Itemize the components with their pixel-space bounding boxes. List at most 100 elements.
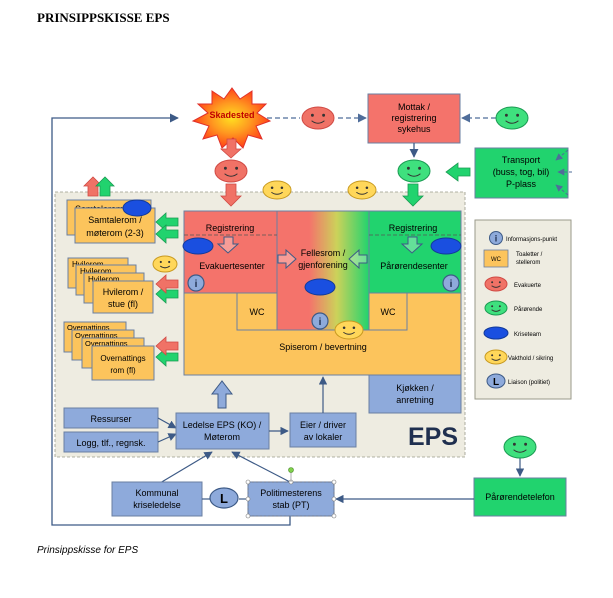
kommunal-box	[111, 481, 203, 517]
mottak-line-2: registrering	[391, 113, 436, 123]
spiserom-label: Spiserom / bevertning	[279, 342, 367, 352]
wc-right-box	[368, 292, 408, 331]
return-line	[51, 113, 291, 526]
wc-left-label: WC	[250, 307, 265, 317]
registrering-left: Registrering	[206, 223, 255, 233]
overnatting-back-1: Overnattings	[67, 323, 110, 332]
hvilerom-back-2: Hvilerom	[80, 267, 112, 276]
blue-up-arrow	[210, 380, 234, 409]
vakthold-face	[347, 180, 377, 200]
transport-line-2: (buss, tog, bil)	[493, 167, 550, 177]
info-glyph: i	[195, 279, 198, 290]
legend-parorende-face	[484, 300, 508, 316]
legend-label-wc-1: Toaletter /	[516, 252, 543, 258]
vakthold-face	[334, 320, 364, 340]
overnatting-line-2: rom (fl)	[110, 366, 136, 375]
red-arrow-overnatting	[155, 336, 179, 356]
vakthold-face	[152, 255, 178, 273]
overnatting-front	[91, 345, 155, 381]
overnatting-back-2: Overnattings	[75, 331, 118, 340]
fellesrom-arrow-left	[277, 248, 297, 270]
vakthold-face	[262, 180, 292, 200]
kriseteam-ellipse	[122, 199, 152, 217]
page-title: PRINSIPPSKISSE EPS	[37, 10, 170, 25]
info-icon: i	[187, 274, 205, 292]
liaison-glyph: L	[220, 491, 228, 506]
legend-label-liaison: Liaison (politiet)	[508, 380, 550, 386]
red-down-arrow-2	[220, 183, 242, 207]
parorendetelefon-label: Pårørendetelefon	[485, 492, 555, 502]
eier-line-2: av lokaler	[304, 432, 343, 442]
legend-liaison-glyph: L	[493, 377, 499, 388]
eier-line-1: Eier / driver	[300, 420, 346, 430]
green-left-arrow-transport	[445, 162, 471, 182]
hvilerom-line-2: stue (fl)	[108, 299, 138, 309]
legend-evakuert-face	[484, 276, 508, 292]
info-icon: i	[311, 312, 329, 330]
register-arrow-right	[400, 236, 424, 254]
legend-kriseteam-ellipse	[483, 326, 509, 340]
parorende-face	[397, 159, 431, 183]
kjokken-line-1: Kjøkken /	[396, 383, 434, 393]
parorende-face	[495, 106, 529, 130]
evakuertesenter-label: Evakuertesenter	[199, 261, 265, 271]
red-up-arrow	[83, 176, 103, 197]
skadested-star: Skadested	[191, 87, 272, 149]
ledelse-line-2: Møterom	[204, 432, 240, 442]
eier-box	[289, 412, 357, 448]
evakuert-face	[301, 106, 335, 130]
ledelse-line-1: Ledelse EPS (KO) /	[183, 420, 262, 430]
wc-right-label: WC	[381, 307, 396, 317]
parorendesenter-label: Pårørendesenter	[380, 261, 448, 271]
hvilerom-back-3: Hvilerom	[88, 275, 120, 284]
parorende-face	[503, 435, 537, 459]
eps-label: EPS	[408, 423, 458, 451]
registrering-right: Registrering	[389, 223, 438, 233]
transport-box	[474, 147, 569, 199]
transport-line-3: P-plass	[506, 179, 537, 189]
kommunal-line-1: Kommunal	[135, 488, 178, 498]
hvilerom-line-1: Hvilerom /	[103, 287, 144, 297]
kjokken-box	[368, 374, 462, 414]
transport-line-1: Transport	[502, 155, 541, 165]
fellesrom-area	[276, 210, 370, 331]
ledelse-box	[175, 412, 270, 450]
legend-label-parorende: Pårørende	[514, 306, 543, 313]
parorendetelefon-box	[473, 477, 567, 517]
skadested-label: Skadested	[209, 110, 254, 120]
info-glyph: i	[319, 317, 322, 328]
legend-wc-icon	[483, 249, 509, 268]
figure-caption: Prinsippskisse for EPS	[37, 545, 139, 556]
kriseteam-ellipse	[182, 237, 214, 255]
green-arrow-samtale	[155, 212, 179, 232]
hvilerom-front	[92, 280, 154, 314]
overnatting-line-1: Overnattings	[100, 354, 145, 363]
legend-liaison-icon: L	[486, 373, 506, 389]
register-arrow-left	[216, 236, 240, 254]
legend-vakthold-face	[484, 349, 508, 365]
info-icon: i	[442, 274, 460, 292]
legend-info-glyph: i	[495, 234, 498, 244]
fellesrom-arrow-right	[348, 248, 368, 270]
fellesrom-line-1: Fellesrom /	[301, 248, 346, 258]
evakuert-face	[214, 159, 248, 183]
legend-label-evakuerte: Evakuerte	[514, 283, 542, 289]
info-glyph: i	[450, 279, 453, 290]
mottak-line-1: Mottak /	[398, 102, 431, 112]
red-down-arrow-1	[219, 138, 243, 159]
legend-label-info: Informasjons-punkt	[506, 237, 557, 243]
green-down-arrow	[402, 183, 424, 207]
legend-label-vakthold: Vakthold / sikring	[508, 356, 553, 362]
overnatting-back-3: Overnattings	[85, 339, 128, 348]
liaison-icon: L	[209, 487, 239, 509]
kriseteam-ellipse	[304, 278, 336, 296]
fellesrom-line-2: gjenforening	[298, 260, 348, 270]
red-arrow-hvile	[155, 274, 179, 294]
politi-box	[247, 481, 335, 517]
kriseteam-ellipse	[430, 237, 462, 255]
legend-info-icon: i	[489, 231, 503, 245]
ressurser-label: Ressurser	[90, 414, 131, 424]
samtalerom-line-1: Samtalerom /	[88, 215, 142, 225]
legend-wc-glyph: WC	[491, 257, 502, 263]
